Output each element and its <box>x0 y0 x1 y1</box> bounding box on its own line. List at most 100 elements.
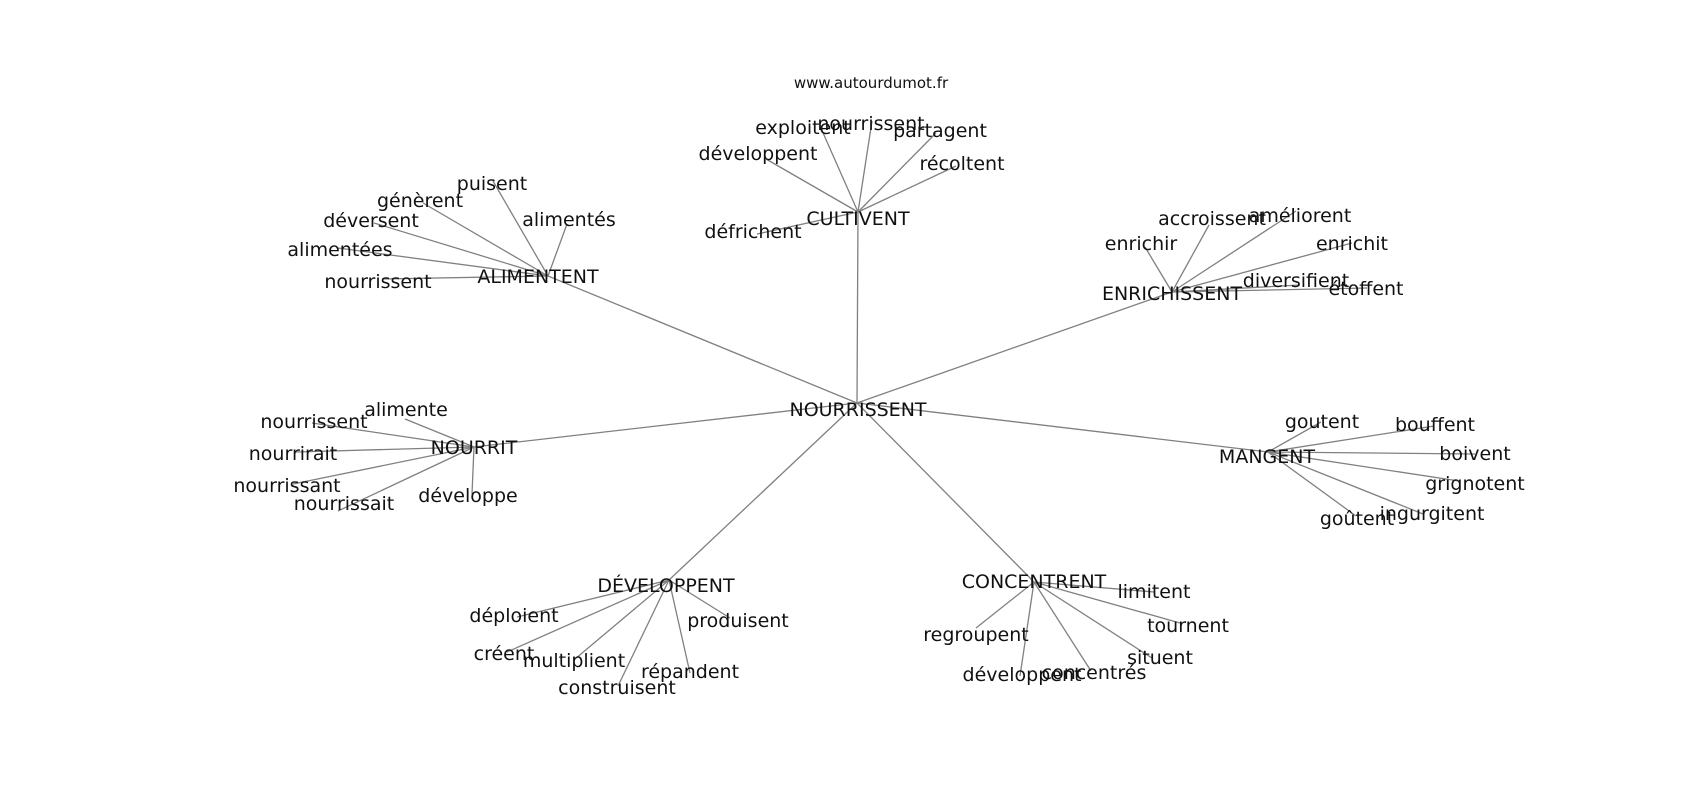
leaf-node-alimente: alimente <box>364 399 448 421</box>
edge-cultivent-partagent <box>857 132 937 213</box>
leaf-node-enrichit: enrichit <box>1316 233 1388 255</box>
edge-mangent-grignotent <box>1267 451 1460 482</box>
edge-concentrent-limitent <box>1033 581 1155 593</box>
leaf-node-concentres: concentrés <box>1042 662 1147 684</box>
edge-concentrent-developpent <box>1019 581 1035 677</box>
leaf-node-puisent: puisent <box>457 173 527 195</box>
edge-developpent-creent <box>506 579 670 653</box>
edge-enrichissent-enrichir <box>1144 246 1173 293</box>
leaf-node-etoffent: étoffent <box>1328 278 1403 300</box>
edge-enrichissent-ameliorent <box>1171 210 1297 293</box>
edge-concentrent-concentres <box>1033 581 1092 672</box>
edge-root-alimentent <box>547 275 858 404</box>
leaf-node-grignotent: grignotent <box>1425 473 1525 495</box>
edge-mangent-goutent <box>1267 451 1357 517</box>
edge-cultivent-defrichent <box>756 211 859 235</box>
hub-node-concentrent: CONCENTRENT <box>962 571 1107 593</box>
leaf-node-generent: génèrent <box>377 190 463 212</box>
edge-enrichissent-accroissent <box>1171 224 1210 293</box>
leaf-node-recoltent: récoltent <box>919 153 1004 175</box>
leaf-node-alimentes: alimentés <box>522 209 615 231</box>
edge-enrichissent-enrichit <box>1171 242 1353 293</box>
edge-cultivent-nourrissent <box>857 120 873 213</box>
leaf-node-ameliorent: améliorent <box>1249 205 1352 227</box>
edge-mangent-boivent <box>1267 451 1476 455</box>
edge-mangent-bouffent <box>1267 425 1435 453</box>
leaf-node-enrichir: enrichir <box>1105 233 1178 255</box>
edge-root-enrichissent <box>856 291 1173 404</box>
edge-concentrent-tournent <box>1033 581 1181 624</box>
leaf-node-nourrissait: nourrissait <box>294 493 394 515</box>
hub-node-alimentent: ALIMENTENT <box>477 266 599 288</box>
leaf-node-exploitent: exploitent <box>755 117 850 139</box>
leaf-node-nourrirait: nourrirait <box>249 443 337 465</box>
leaf-node-developpent: développent <box>963 664 1082 686</box>
edge-developpent-construisent <box>617 579 670 687</box>
leaf-node-diversifient: diversifient <box>1243 270 1349 292</box>
leaf-node-repandent: répandent <box>641 661 739 683</box>
leaf-node-deversent: déversent <box>323 210 419 232</box>
edge-cultivent-developpent <box>765 158 859 213</box>
leaf-node-accroissent: accroissent <box>1158 208 1266 230</box>
edge-developpent-multiplient <box>574 579 670 660</box>
edge-mangent-ingurgitent <box>1267 451 1424 515</box>
hub-node-mangent: MANGENT <box>1219 446 1316 468</box>
leaf-node-goutent: goutent <box>1285 411 1359 433</box>
leaf-node-multiplient: multiplient <box>523 650 625 672</box>
leaf-node-limitent: limitent <box>1118 581 1191 603</box>
leaf-node-situent: situent <box>1127 647 1193 669</box>
edge-alimentent-nourrissent <box>381 275 549 280</box>
site-watermark: www.autourdumot.fr <box>794 74 949 92</box>
edge-concentrent-regroupent <box>975 581 1035 629</box>
leaf-node-produisent: produisent <box>687 610 789 632</box>
leaf-node-creent: créent <box>474 643 535 665</box>
leaf-node-developpent: développent <box>699 143 818 165</box>
leaf-node-defrichent: défrichent <box>704 221 801 243</box>
leaf-node-construisent: construisent <box>558 677 676 699</box>
edge-root-developpent <box>668 402 858 581</box>
hub-node-enrichissent: ENRICHISSENT <box>1102 283 1243 305</box>
edge-root-nourrit <box>473 402 858 448</box>
edge-nourrit-developpe <box>471 446 475 495</box>
edge-cultivent-recoltent <box>857 165 957 213</box>
root-node: NOURRISSENT <box>789 399 926 421</box>
leaf-node-developpe: développe <box>418 485 517 507</box>
leaf-node-goutent: goûtent <box>1320 508 1394 530</box>
edge-alimentent-deversent <box>373 222 549 277</box>
leaf-node-boivent: boivent <box>1439 443 1510 465</box>
graph-labels: CULTIVENTexploitentnourrissentpartagentd… <box>233 113 1524 699</box>
leaf-node-nourrissant: nourrissant <box>233 475 340 497</box>
edge-nourrit-nourrissent <box>311 422 475 448</box>
edge-concentrent-situent <box>1033 581 1153 659</box>
edge-root-mangent <box>856 402 1269 453</box>
leaf-node-nourrissent: nourrissent <box>324 271 431 293</box>
hub-node-cultivent: CULTIVENT <box>806 208 910 230</box>
edge-developpent-produisent <box>668 579 731 619</box>
edge-enrichissent-diversifient <box>1171 284 1301 293</box>
edge-alimentent-alimentes <box>547 223 568 277</box>
edge-nourrit-alimente <box>404 418 475 448</box>
edge-alimentent-alimentees <box>337 247 549 277</box>
edge-nourrit-nourrissant <box>292 446 475 485</box>
leaf-node-tournent: tournent <box>1147 615 1229 637</box>
edge-nourrit-nourrissait <box>337 446 475 512</box>
leaf-node-partagent: partagent <box>893 120 987 142</box>
leaf-node-nourrissent: nourrissent <box>260 411 367 433</box>
leaf-node-deploient: déploient <box>469 605 558 627</box>
leaf-node-nourrissent: nourrissent <box>817 113 924 135</box>
edge-root-cultivent <box>856 211 859 404</box>
edge-developpent-deploient <box>516 579 670 618</box>
edge-developpent-repandent <box>668 579 691 674</box>
edge-mangent-goutent <box>1267 421 1322 453</box>
edge-root-concentrent <box>856 402 1035 583</box>
hub-node-developpent: DÉVELOPPENT <box>597 574 735 597</box>
leaf-node-regroupent: regroupent <box>923 624 1028 646</box>
edge-nourrit-nourrirait <box>295 446 475 453</box>
edge-alimentent-generent <box>422 202 549 277</box>
leaf-node-alimentees: alimentées <box>287 239 392 261</box>
edge-cultivent-exploitent <box>819 125 859 213</box>
hub-node-nourrit: NOURRIT <box>431 437 518 459</box>
leaf-node-ingurgitent: ingurgitent <box>1380 503 1485 525</box>
leaf-node-bouffent: bouffent <box>1395 414 1475 436</box>
graph-edges <box>292 120 1476 687</box>
